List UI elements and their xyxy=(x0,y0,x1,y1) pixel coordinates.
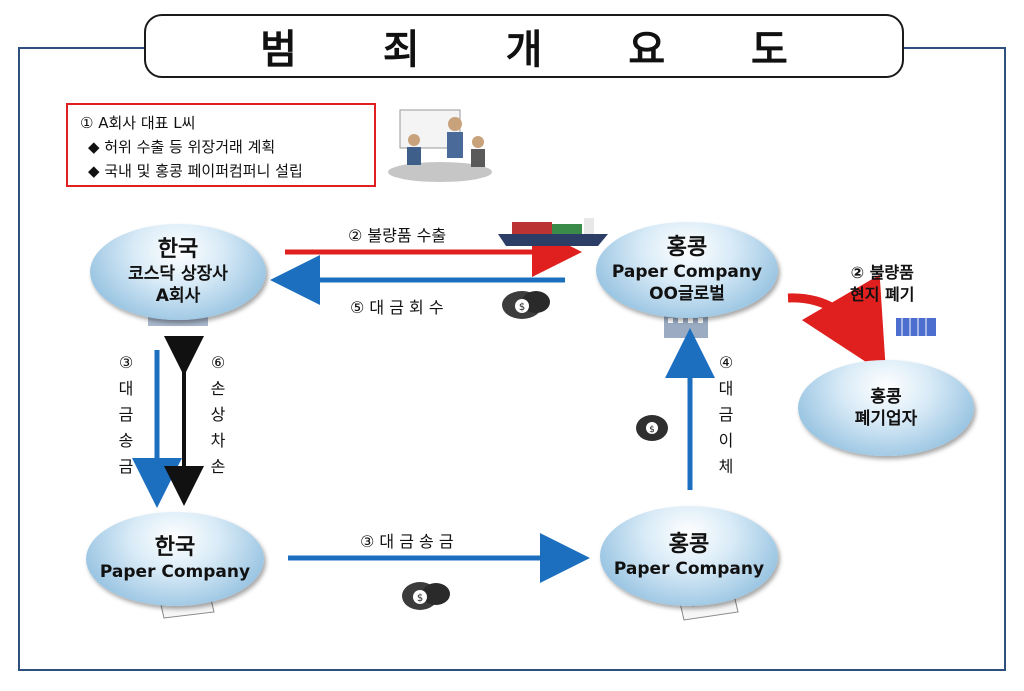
node-country: 홍콩 xyxy=(668,532,710,557)
node-hk-paper-company: 홍콩 Paper Company xyxy=(600,506,778,606)
vchar: 금 xyxy=(718,405,734,424)
dispose-line: 현지 폐기 xyxy=(850,285,915,304)
page-title: 범 죄 개 요 도 xyxy=(260,27,824,73)
server-stack-icon xyxy=(896,318,936,336)
plan-item: ◆ 허위 수출 등 위장거래 계획 xyxy=(88,138,276,156)
vchar: 금 xyxy=(118,405,134,424)
vchar: 이 xyxy=(718,431,734,450)
svg-text:$: $ xyxy=(417,593,423,604)
vchar: 금 xyxy=(118,457,134,476)
node-line: Paper Company xyxy=(99,562,251,582)
svg-text:$: $ xyxy=(519,302,525,313)
dispose-line: ② 불량품 xyxy=(850,263,914,282)
ship-icon xyxy=(498,218,608,246)
node-line: 코스닥 상장사 xyxy=(128,264,228,284)
vchar: ③ xyxy=(118,353,134,372)
node-line: 홍콩 xyxy=(870,387,902,407)
plan-item: ◆ 국내 및 홍콩 페이퍼컴퍼니 설립 xyxy=(88,162,303,180)
money-bag-icon: $ xyxy=(502,291,550,319)
node-line: A회사 xyxy=(155,286,201,306)
title-banner: 범 죄 개 요 도 xyxy=(144,14,904,78)
edge-label-loss: ⑥ 손 상 차 손 xyxy=(208,350,228,480)
svg-text:$: $ xyxy=(649,425,655,435)
money-bag-icon: $ xyxy=(402,582,450,610)
edge-label-remit-down: ③ 대 금 송 금 xyxy=(116,350,136,480)
vchar: ⑥ xyxy=(210,353,226,372)
edge-label-export: ② 불량품 수출 xyxy=(348,226,447,245)
edge-label-transfer: ④ 대 금 이 체 xyxy=(716,350,736,480)
node-line: Paper Company xyxy=(613,559,765,579)
vchar: 차 xyxy=(210,431,226,450)
edge-label-remit-bottom: ③ 대 금 송 금 xyxy=(360,532,454,551)
edge-label-dispose: ② 불량품 현지 폐기 xyxy=(850,262,914,306)
node-korea-paper-company: 한국 Paper Company xyxy=(86,512,264,606)
vchar: 손 xyxy=(210,379,226,398)
plan-heading: ① A회사 대표 L씨 xyxy=(80,114,196,132)
vchar: 상 xyxy=(210,405,226,424)
vchar: 송 xyxy=(118,431,134,450)
node-line: 폐기업자 xyxy=(854,409,918,429)
vchar: ④ xyxy=(718,353,734,372)
money-bag-icon: $ xyxy=(636,415,668,441)
node-line: Paper Company xyxy=(611,262,763,282)
vchar: 대 xyxy=(118,379,134,398)
node-line: OO글로벌 xyxy=(649,284,725,304)
node-korea-listed-company: 한국 코스닥 상장사 A회사 xyxy=(90,224,266,320)
plan-box: ① A회사 대표 L씨 ◆ 허위 수출 등 위장거래 계획 ◆ 국내 및 홍콩 … xyxy=(66,103,376,187)
node-country: 홍콩 xyxy=(666,235,708,260)
meeting-icon xyxy=(388,109,492,182)
node-hk-global: 홍콩 Paper Company OO글로벌 xyxy=(596,222,778,318)
edge-label-collect: ⑤ 대 금 회 수 xyxy=(350,298,444,317)
vchar: 손 xyxy=(210,457,226,476)
vchar: 대 xyxy=(718,379,734,398)
vchar: 체 xyxy=(718,457,734,476)
node-country: 한국 xyxy=(157,237,199,262)
node-country: 한국 xyxy=(154,535,196,560)
node-hk-disposal: 홍콩 폐기업자 xyxy=(798,360,974,456)
